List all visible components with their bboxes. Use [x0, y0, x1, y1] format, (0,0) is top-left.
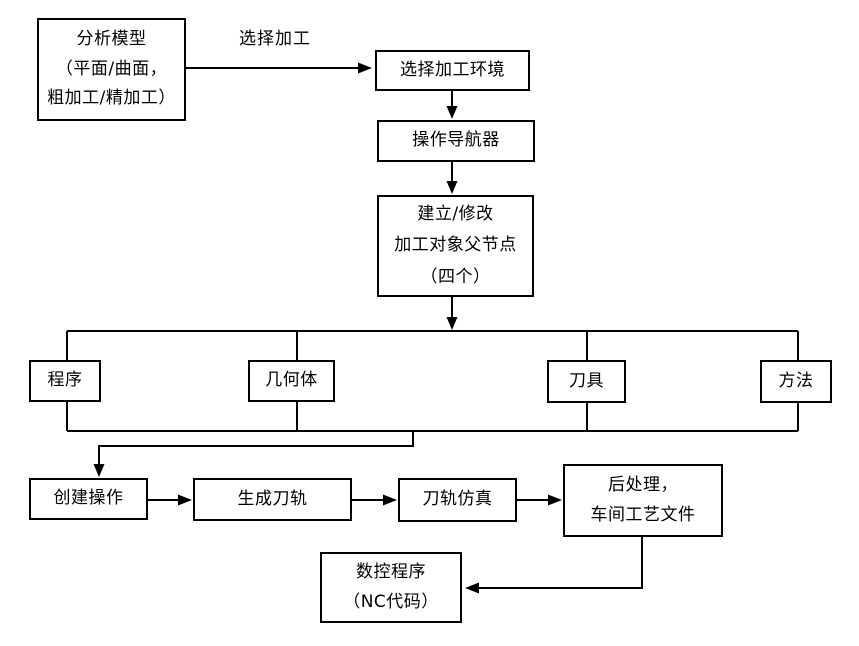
- arrowhead-right-icon: [178, 494, 192, 506]
- node-create-operation: 创建操作: [29, 478, 148, 520]
- arrowhead-left-icon: [465, 582, 479, 594]
- arrowhead-down-icon: [93, 464, 105, 477]
- arrowhead-right-icon: [358, 62, 372, 74]
- node-program: 程序: [29, 360, 101, 402]
- arrowhead-right-icon: [383, 494, 397, 506]
- arrowhead-right-icon: [548, 494, 562, 506]
- node-parent-nodes: 建立/修改 加工对象父节点 （四个）: [377, 195, 534, 297]
- arrowhead-down-icon: [446, 317, 458, 330]
- node-method: 方法: [760, 360, 832, 403]
- node-select-environment: 选择加工环境: [375, 50, 530, 91]
- node-post-process: 后处理， 车间工艺文件: [563, 464, 723, 537]
- node-operation-navigator: 操作导航器: [377, 120, 535, 162]
- arrowhead-down-icon: [446, 106, 458, 119]
- node-toolpath-simulation: 刀轨仿真: [398, 478, 517, 522]
- connector-postproc-to-ncprog: [477, 537, 643, 589]
- node-nc-program: 数控程序 （NC代码）: [320, 552, 462, 623]
- node-analyze-model: 分析模型 （平面/曲面， 粗加工/精加工）: [37, 18, 186, 121]
- node-tool: 刀具: [547, 360, 626, 403]
- connector-bus-to-createop: [98, 431, 414, 466]
- node-geometry: 几何体: [248, 360, 335, 402]
- edge-label-select-machining: 选择加工: [239, 29, 311, 49]
- arrowhead-down-icon: [446, 181, 458, 194]
- node-generate-toolpath: 生成刀轨: [193, 478, 352, 521]
